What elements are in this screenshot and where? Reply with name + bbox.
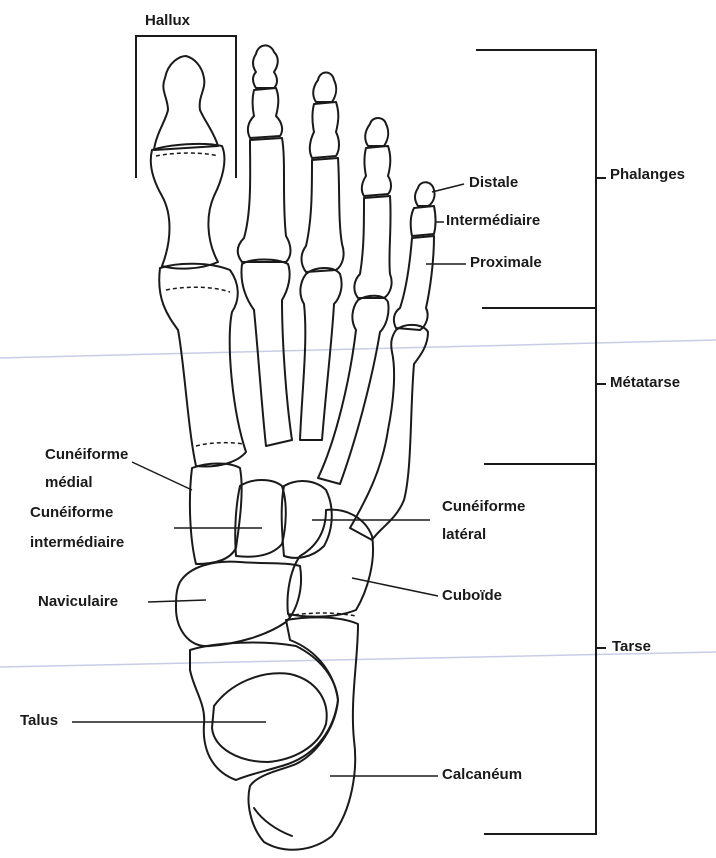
label-cuneiforme-lateral-line1: Cunéiforme (442, 496, 525, 518)
region-bracket (476, 50, 596, 834)
label-phalanges: Phalanges (610, 164, 685, 186)
label-cuneiforme-medial-line2: médial (45, 472, 93, 494)
scan-line-upper (0, 340, 716, 358)
label-distale: Distale (469, 172, 518, 194)
label-cuneiforme-medial-line1: Cunéiforme (45, 444, 128, 466)
toe-2-bones (238, 45, 292, 446)
label-metatarse: Métatarse (610, 372, 680, 394)
label-talus: Talus (20, 710, 58, 732)
label-calcaneum: Calcanéum (442, 764, 522, 786)
label-naviculaire: Naviculaire (38, 591, 118, 613)
label-cuboide: Cuboïde (442, 585, 502, 607)
label-cuneiforme-lateral-line2: latéral (442, 524, 486, 546)
label-intermediaire: Intermédiaire (446, 210, 540, 232)
label-proximale: Proximale (470, 252, 542, 274)
toe-4-bones (318, 118, 392, 484)
label-cuneiforme-intermediaire-line2: intermédiaire (30, 532, 124, 554)
hallux-bones (151, 56, 246, 466)
toe-3-bones (300, 73, 344, 441)
leader-cuneiforme-medial (132, 462, 192, 490)
label-hallux: Hallux (145, 10, 190, 32)
label-tarse: Tarse (612, 636, 651, 658)
scan-line-lower (0, 652, 716, 667)
tarsal-bones (176, 464, 373, 850)
label-cuneiforme-intermediaire-line1: Cunéiforme (30, 502, 113, 524)
leader-distale (432, 184, 464, 192)
leader-naviculaire (148, 600, 206, 602)
